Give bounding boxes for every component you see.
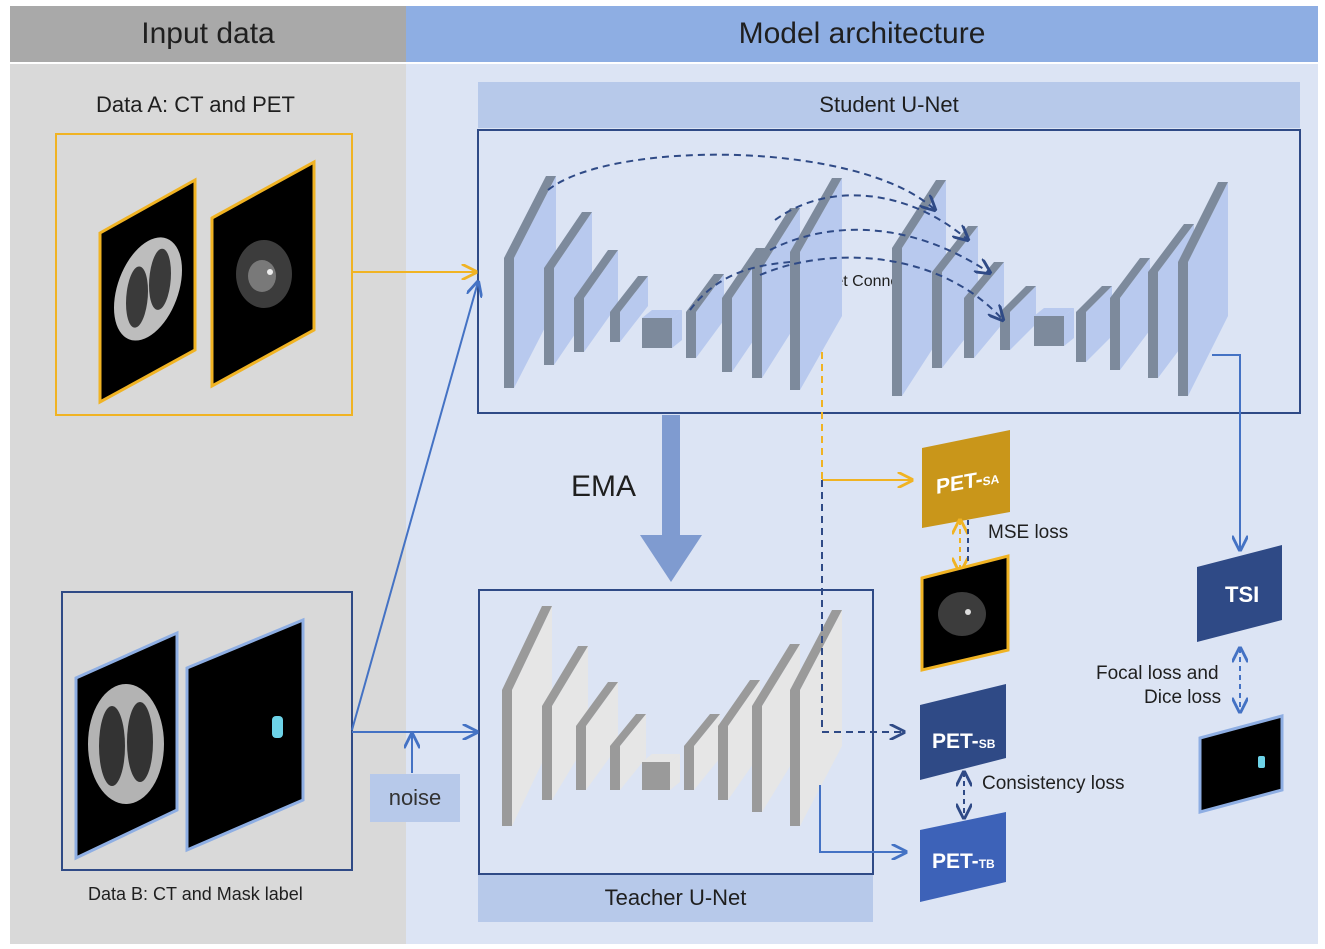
teacher-layer [790, 610, 842, 826]
ema-arrow [640, 415, 702, 582]
student-layer [504, 176, 556, 388]
teacher-layer [576, 682, 618, 790]
consistency-loss-label: Consistency loss [982, 773, 1125, 794]
teacher-layer [752, 644, 800, 812]
pet-tb-text: PET-TB [932, 850, 995, 873]
ema-label: EMA [571, 470, 637, 503]
student-bottleneck [642, 310, 682, 348]
student-unet-layers [504, 176, 1228, 396]
teacher-unet-title: Teacher U-Net [604, 885, 747, 910]
student-to-tsi-arrow [1212, 354, 1240, 550]
student-unet-title: Student U-Net [819, 92, 959, 117]
ct-image-b [74, 630, 179, 861]
input-data-title: Input data [141, 17, 275, 50]
mask-target-image [1198, 714, 1284, 814]
pet-image-a [210, 159, 316, 389]
ct-image-a [98, 177, 197, 405]
noise-box: noise [370, 774, 460, 822]
student-layer [574, 250, 618, 352]
student-layer [610, 276, 648, 342]
student-layer [686, 274, 724, 358]
data-a-label: Data A: CT and PET [96, 92, 295, 117]
teacher-unet-layers [502, 606, 842, 826]
teacher-layer [684, 714, 720, 790]
noise-label: noise [388, 785, 442, 810]
student-unet-title-bar: Student U-Net [478, 82, 1300, 128]
tsi-box [1197, 545, 1282, 642]
focal-loss-label: Focal loss and [1096, 663, 1219, 684]
dice-loss-label: Dice loss [1144, 687, 1222, 708]
student-layer [1178, 182, 1228, 396]
teacher-unet-title-bar: Teacher U-Net [478, 874, 873, 922]
pet-target-image [920, 554, 1010, 672]
data-b-to-student-arrow [351, 282, 478, 731]
student-to-pet-sb-arrow [821, 480, 904, 732]
student-unet-box [477, 129, 1301, 414]
input-data-header: Input data [10, 6, 406, 62]
pet-sb-box [920, 684, 1006, 780]
teacher-layer [502, 606, 552, 826]
mse-loss-label: MSE loss [988, 522, 1069, 543]
student-layer [1076, 286, 1112, 362]
model-architecture-title: Model architecture [738, 17, 986, 50]
skip-connections [547, 153, 1003, 320]
data-b-label: Data B: CT and Mask label [88, 884, 303, 904]
teacher-to-pet-tb-arrow [819, 785, 906, 852]
student-layer [1000, 286, 1036, 350]
pet-tb-box [920, 812, 1006, 902]
student-layer [544, 212, 592, 365]
mask-image-b [185, 617, 305, 853]
model-architecture-header: Model architecture [406, 6, 1318, 62]
teacher-layer [542, 646, 588, 800]
pet-sa-box [922, 430, 1010, 528]
student-bottleneck-2 [1034, 308, 1074, 346]
tsi-text: TSI [1225, 582, 1259, 607]
student-layer [752, 208, 800, 378]
data-a-box [55, 133, 353, 416]
model-architecture-panel [406, 64, 1318, 944]
pet-sb-text: PET-SB [932, 730, 996, 753]
student-layer [1110, 258, 1150, 370]
teacher-layer [610, 714, 646, 790]
teacher-bottleneck [642, 754, 680, 790]
